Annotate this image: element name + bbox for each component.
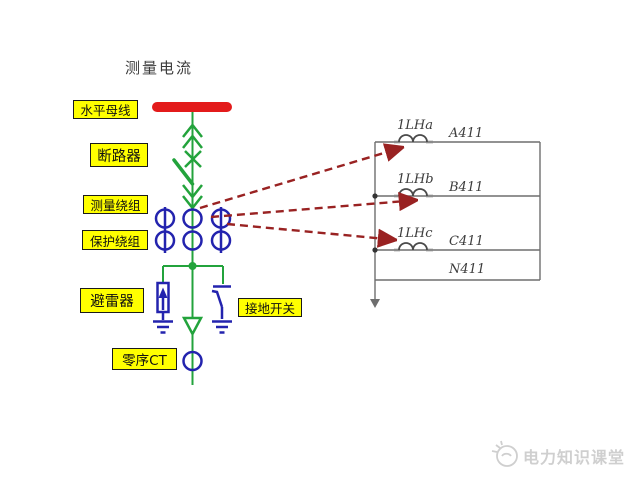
ct-measure-a xyxy=(154,208,176,229)
label-measure-winding: 测量绕组 xyxy=(83,195,148,214)
breaker-x-icon xyxy=(184,150,202,168)
page-title: 测量电流 xyxy=(125,59,194,77)
label-ground-switch: 接地开关 xyxy=(238,298,302,317)
coil-1lha xyxy=(394,134,433,144)
watermark-logo-icon xyxy=(491,440,518,467)
coil-1lhb xyxy=(394,188,433,198)
zero-sequence-ct-symbol xyxy=(182,350,203,372)
pointer-arrow-b xyxy=(210,200,418,219)
ct-measure-c xyxy=(210,208,232,229)
arrester-symbol xyxy=(156,266,170,320)
ct-protect-b xyxy=(182,230,203,251)
coil-name-c: 1LHc xyxy=(397,226,433,241)
wire-name-n: N411 xyxy=(449,262,486,277)
breaker-blade-icon xyxy=(172,158,195,186)
coil-1lhc xyxy=(394,242,433,252)
branch-junction xyxy=(163,262,223,270)
watermark-text: 电力知识课堂 xyxy=(523,448,626,467)
label-protect-winding: 保护绕组 xyxy=(82,230,148,250)
ct-protect-c xyxy=(210,230,232,251)
ct-winding-columns xyxy=(154,207,232,253)
wire-name-b: B411 xyxy=(449,180,484,195)
neutral-down-arrow xyxy=(370,299,380,308)
ct-protect-a xyxy=(154,230,176,251)
pointer-arrow-a xyxy=(199,147,404,210)
cable-head-triangle-icon xyxy=(181,316,204,337)
secondary-circuit-frame xyxy=(370,141,541,308)
busbar-bar xyxy=(152,102,232,112)
coil-name-b: 1LHb xyxy=(397,172,434,187)
ground-symbol-right xyxy=(212,320,232,334)
ct-measure-b xyxy=(182,208,203,229)
pointer-arrow-c xyxy=(226,222,397,240)
coil-name-a: 1LHa xyxy=(397,118,433,133)
ground-switch-symbol xyxy=(211,266,231,319)
ground-symbol-left xyxy=(153,320,173,334)
wire-name-a: A411 xyxy=(449,126,484,141)
label-arrester: 避雷器 xyxy=(80,288,144,313)
wire-name-c: C411 xyxy=(449,234,484,249)
label-zero-seq-ct: 零序CT xyxy=(112,348,177,370)
drawout-contact-bottom-icon xyxy=(182,184,203,211)
label-breaker: 断路器 xyxy=(90,143,148,167)
drawout-contact-top-icon xyxy=(182,122,203,149)
label-busbar: 水平母线 xyxy=(73,100,138,119)
